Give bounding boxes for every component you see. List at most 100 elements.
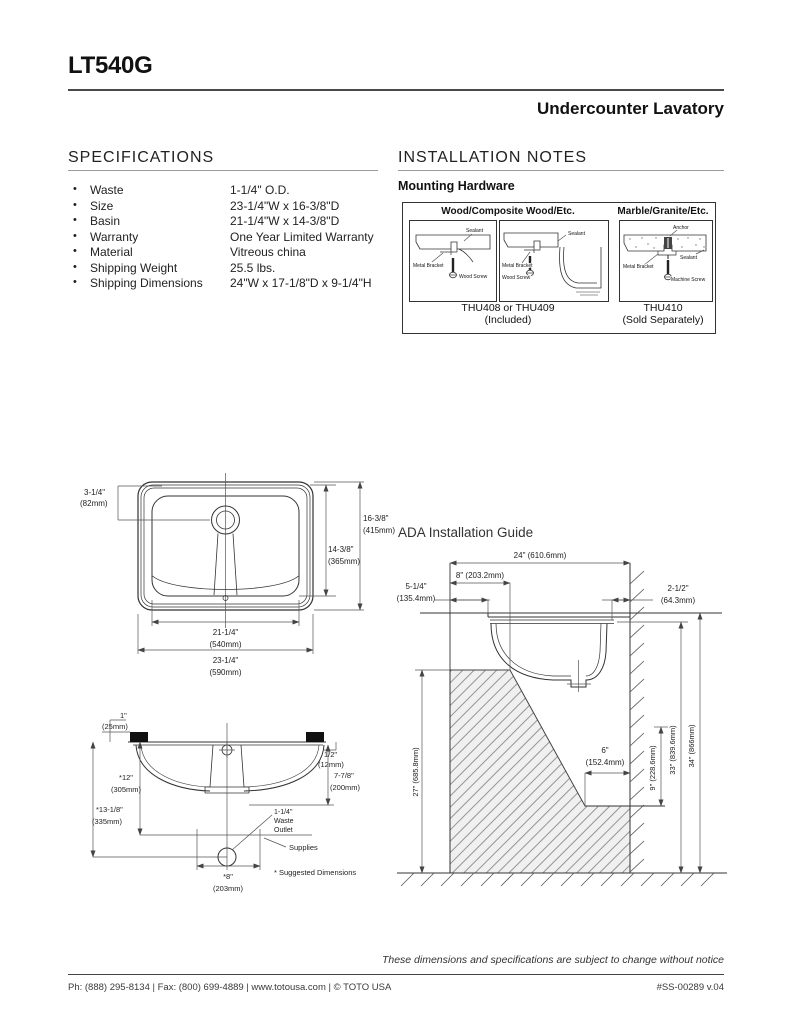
dim-depth-outer-in: 16-3/8" xyxy=(363,514,389,523)
anchor-label: Anchor xyxy=(673,225,689,231)
wood-screw-label: Wood Screw xyxy=(459,274,488,280)
wall-hatching xyxy=(629,570,645,873)
included-caption: THU408 or THU409 (Included) xyxy=(461,302,555,326)
floor-hatching xyxy=(400,872,715,887)
spec-value: 25.5 lbs. xyxy=(230,260,276,275)
metal-bracket-label: Metal Bracket xyxy=(413,263,444,269)
document-number: #SS-00289 v.04 xyxy=(656,982,724,993)
spec-row-shipping-dimensions: • Shipping Dimensions 24"W x 17-1/8"D x … xyxy=(68,276,388,292)
dim-33in: 33" (839.6mm) xyxy=(668,725,677,775)
sink-section-shape xyxy=(559,246,602,289)
spec-value: 23-1/4"W x 16-3/8"D xyxy=(230,198,340,213)
dim-depth-basin-mm: (365mm) xyxy=(328,557,360,566)
dim-24in: 24" (610.6mm) xyxy=(514,551,567,560)
side-view-dimensions: 1" (25mm) 1/2" (12mm) 7-7/8" (200mm) *12… xyxy=(90,711,361,893)
svg-text:Outlet: Outlet xyxy=(274,827,293,834)
sealant-label: Sealant xyxy=(466,228,484,234)
spec-label: Size xyxy=(90,198,114,213)
countertop-section-left xyxy=(130,732,148,742)
specifications-heading: SPECIFICATIONS xyxy=(68,149,215,166)
wood-mount-diagram-2: Sealant Metal Bracket Wood Screw xyxy=(499,220,609,302)
dim-counter-in: 1" xyxy=(120,711,127,720)
spec-row-warranty: • Warranty One Year Limited Warranty xyxy=(68,230,388,246)
bullet-icon: • xyxy=(73,183,77,195)
dim-depth-in: 7-7/8" xyxy=(334,771,354,780)
wood-mount-drawing-2: Sealant Metal Bracket Wood Screw xyxy=(501,230,602,296)
spec-label: Warranty xyxy=(90,229,139,244)
marble-mount-drawing: Anchor Sealant Metal Bracket Machine Scr… xyxy=(622,224,707,284)
dim-edge-mm: (82mm) xyxy=(80,499,108,508)
svg-text:Waste: Waste xyxy=(274,818,294,825)
dim-rim-to-supply-mm: (305mm) xyxy=(111,785,142,794)
installation-heading: INSTALLATION NOTES xyxy=(398,149,587,166)
ada-structure xyxy=(397,563,727,887)
dim-5-1-4in: 5-1/4" xyxy=(405,582,426,591)
metal-bracket-label: Metal Bracket xyxy=(623,264,654,270)
wood-mount-drawing-1: Sealant Metal Bracket Wood Screw xyxy=(412,227,491,281)
dim-width-outer-mm: (590mm) xyxy=(209,668,241,677)
spec-label: Waste xyxy=(90,183,124,197)
bullet-icon: • xyxy=(73,229,77,242)
spec-value: 1-1/4" O.D. xyxy=(230,183,290,197)
page-title: LT540G xyxy=(68,52,153,79)
dim-rim-to-supply-in: *12" xyxy=(119,773,133,782)
dim-counter-mm: (25mm) xyxy=(102,722,128,731)
bullet-icon: • xyxy=(73,260,77,273)
spec-value: 21-1/4"W x 14-3/8"D xyxy=(230,214,340,228)
spec-row-shipping-weight: • Shipping Weight 25.5 lbs. xyxy=(68,261,388,277)
spec-row-waste: • Waste 1-1/4" O.D. xyxy=(68,183,388,199)
sealant-label: Sealant xyxy=(680,255,698,261)
dim-supply-spread-mm: (203mm) xyxy=(213,884,244,893)
spec-value: Vitreous china xyxy=(230,245,306,259)
suggested-dimensions-note: * Suggested Dimensions xyxy=(274,868,356,877)
sink-section xyxy=(490,619,614,692)
mounting-hardware-panel: Wood/Composite Wood/Etc. Marble/Granite/… xyxy=(402,202,716,334)
spec-label: Material xyxy=(90,245,133,259)
dim-2-1-2in: 2-1/2" xyxy=(667,584,688,593)
wood-header: Wood/Composite Wood/Etc. xyxy=(441,206,575,217)
dim-reveal-mm: (12mm) xyxy=(318,760,344,769)
dim-8in: 8" (203.2mm) xyxy=(456,571,505,580)
marble-mount-diagram: Anchor Sealant Metal Bracket Machine Scr… xyxy=(619,220,713,302)
ada-dimensions: 24" (610.6mm) 8" (203.2mm) 5-1/4" (135.4… xyxy=(397,551,703,874)
spec-value: 24"W x 17-1/8"D x 9-1/4"H xyxy=(230,276,372,290)
dim-width-basin-mm: (540mm) xyxy=(209,640,241,649)
metal-bracket-shape xyxy=(440,248,474,263)
bullet-icon: • xyxy=(73,245,77,257)
specifications-divider xyxy=(68,170,378,171)
bullet-icon: • xyxy=(73,276,77,288)
dim-6in: 6" xyxy=(601,746,608,755)
stone-speckles xyxy=(629,237,705,249)
dim-reveal-in: 1/2" xyxy=(324,750,337,759)
dim-depth-basin-in: 14-3/8" xyxy=(328,545,354,554)
countertop-section-right xyxy=(306,732,324,742)
clearance-hatched-area xyxy=(449,669,631,874)
contact-info: Ph: (888) 295-8134 | Fax: (800) 699-4889… xyxy=(68,982,392,993)
spec-label: Shipping Dimensions xyxy=(90,276,203,290)
dim-rim-to-outlet-mm: (335mm) xyxy=(92,817,123,826)
metal-bracket-shape xyxy=(657,251,677,256)
spec-value: One Year Limited Warranty xyxy=(230,229,374,244)
dim-5-1-4mm: (135.4mm) xyxy=(397,594,436,603)
change-notice: These dimensions and specifications are … xyxy=(381,954,724,966)
bullet-icon: • xyxy=(73,198,77,211)
supplies-label: Supplies xyxy=(289,843,318,852)
product-subtitle: Undercounter Lavatory xyxy=(536,99,724,118)
dim-34in: 34" (866mm) xyxy=(687,724,696,768)
dim-rim-to-outlet-in: *13-1/8" xyxy=(96,805,123,814)
dim-supply-spread-in: *8" xyxy=(223,872,233,881)
metal-bracket-shape xyxy=(524,247,541,253)
spec-label: Basin xyxy=(90,214,121,228)
dim-depth-mm: (200mm) xyxy=(330,783,361,792)
wood-mount-diagram-1: Sealant Metal Bracket Wood Screw xyxy=(409,220,497,302)
wood-screw-label: Wood Screw xyxy=(502,275,531,281)
side-view-drawing: 1" (25mm) 1/2" (12mm) 7-7/8" (200mm) *12… xyxy=(90,711,361,893)
spec-row-size: • Size 23-1/4"W x 16-3/8"D xyxy=(68,199,388,215)
marble-header: Marble/Granite/Etc. xyxy=(617,206,709,217)
waste-outlet-label: 1-1/4" xyxy=(274,809,293,816)
spec-label: Shipping Weight xyxy=(90,260,178,275)
dim-depth-outer-mm: (415mm) xyxy=(363,526,395,535)
footer-divider xyxy=(68,974,724,975)
machine-screw-label: Machine Screw xyxy=(671,277,706,283)
